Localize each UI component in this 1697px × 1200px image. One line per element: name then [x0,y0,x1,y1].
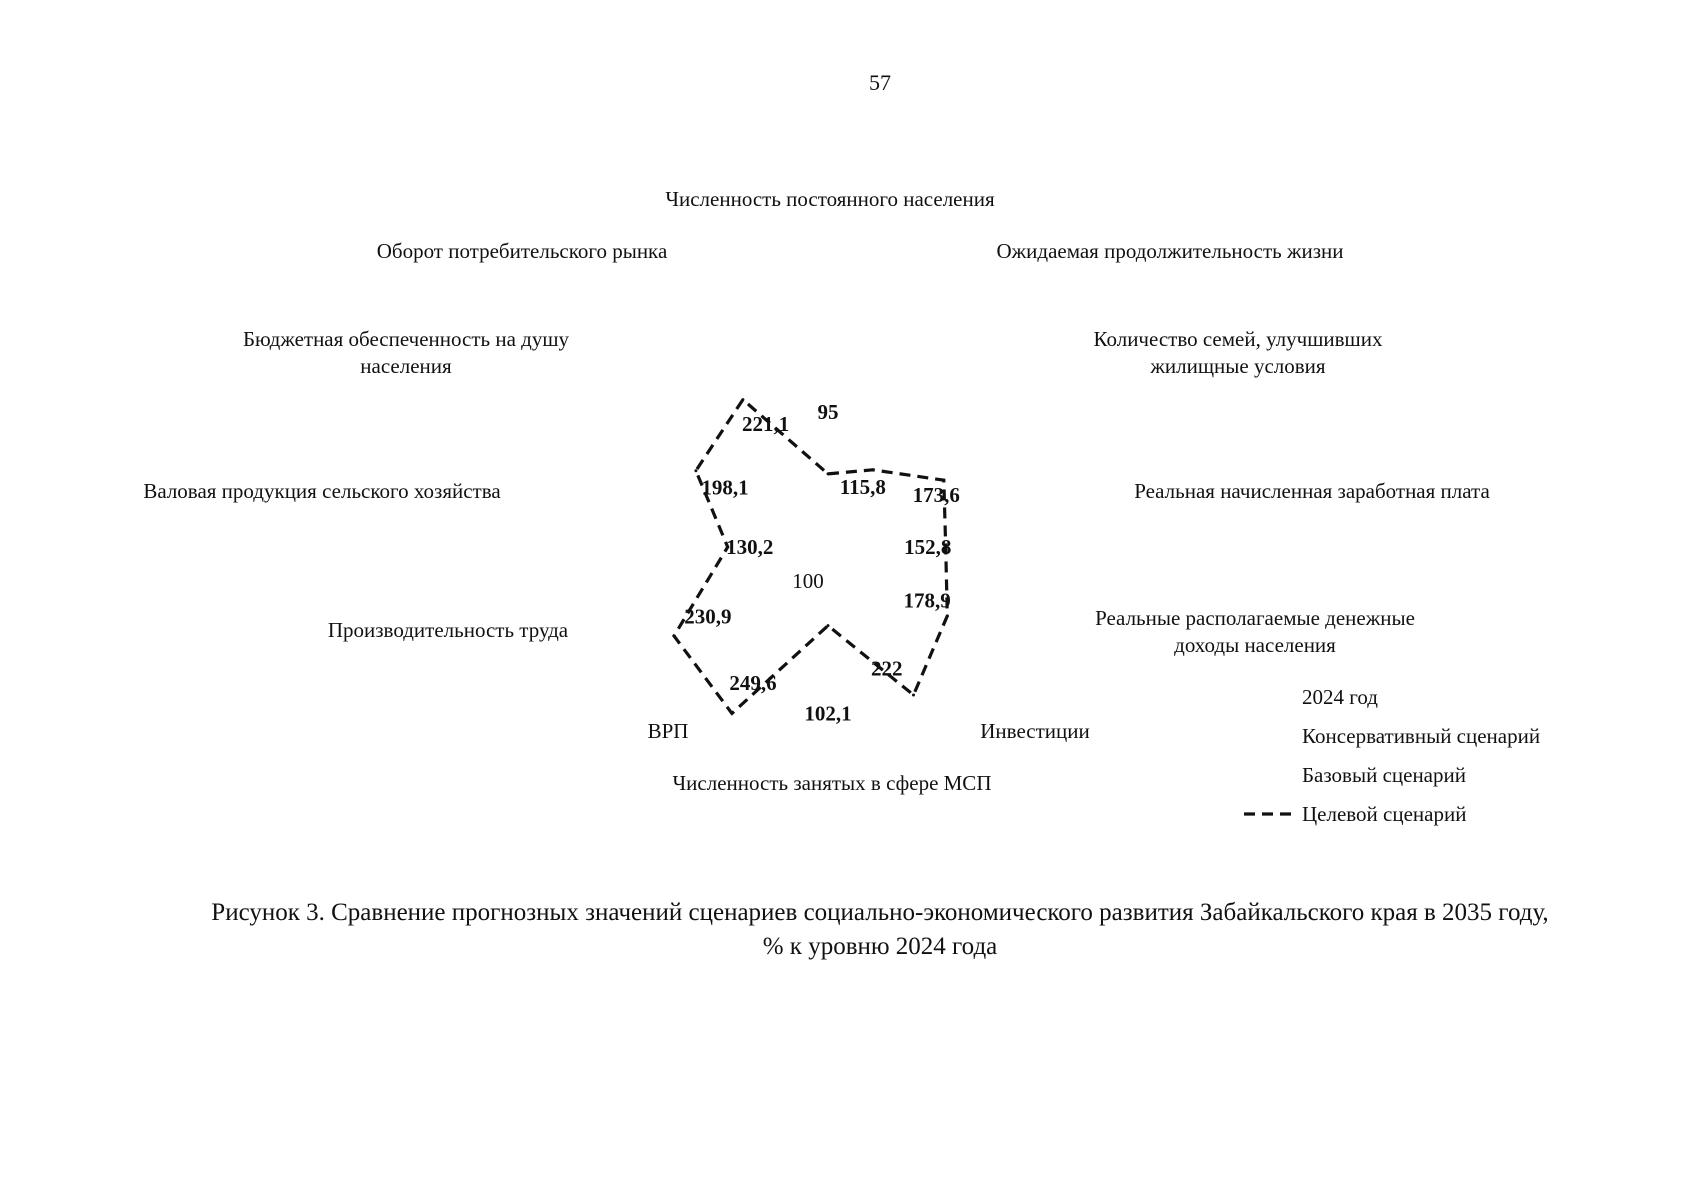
value-label-cat-9: 230,9 [684,604,731,628]
data-point-cat-1 [826,472,830,476]
axis-label-cat-7: Численность занятых в сфере МСП [673,771,992,795]
figure-caption: Рисунок 3. Сравнение прогнозных значений… [90,896,1670,964]
value-label-cat-3: 173,6 [913,483,960,507]
data-point-cat-5 [945,614,949,618]
value-label-cat-8: 249,6 [729,671,776,695]
axis-label-cat-11-line-2: населения [360,354,452,378]
caption-line-2: % к уровню 2024 года [762,933,998,960]
value-label-cat-10: 130,2 [726,535,773,559]
data-point-cat-2 [871,468,875,472]
value-label-cat-4: 152,8 [904,535,951,559]
axis-label-cat-3-line-1: Количество семей, улучшивших [1094,327,1383,351]
axis-label-cat-12: Оборот потребительского рынка [377,239,668,263]
axis-label-cat-2: Ожидаемая продолжительность жизни [996,239,1343,263]
value-labels: 95 115,8 173,6 152,8 178,9 222 102,1 249,6 230,9… [684,400,960,726]
value-label-cat-6: 222 [871,657,903,681]
legend-entry-3: Базовый сценарий [1302,763,1466,787]
axis-label-cat-1: Численность постоянного населения [665,187,995,211]
axis-label-cat-9: Производительность труда [328,618,569,642]
data-point-cat-12 [741,398,745,402]
value-label-cat-5: 178,9 [903,589,950,613]
data-point-cat-7 [826,624,830,628]
value-label-cat-7: 102,1 [804,702,851,726]
value-label-cat-12: 221,1 [742,412,789,436]
axis-label-cat-5-line-1: Реальные располагаемые денежные [1095,606,1415,630]
axis-label-cat-4: Реальная начисленная заработная плата [1134,479,1490,503]
polygon-layer [672,397,949,716]
axis-label-cat-8: ВРП [648,719,689,743]
value-label-cat-2: 115,8 [840,475,886,499]
data-point-cat-11 [694,469,698,473]
data-point-cat-9 [672,634,676,638]
axis-labels: Численность постоянного населенияОжидаем… [143,187,1490,795]
data-point-cat-3 [942,478,946,482]
axis-label-cat-5-line-2: доходы населения [1174,633,1336,657]
axis-label-cat-11-line-1: Бюджетная обеспеченность на душу [243,327,570,351]
axis-label-cat-10: Валовая продукция сельского хозяйства [143,479,501,503]
page-number: 57 [869,70,891,95]
value-label-cat-1: 95 [818,400,839,424]
value-label-cat-11: 198,1 [701,476,748,500]
axis-label-cat-6: Инвестиции [980,719,1090,743]
legend-entry-1: 2024 год [1302,685,1378,709]
data-point-cat-8 [730,711,734,715]
data-point-cat-4 [944,545,948,549]
data-point-cat-6 [912,693,915,697]
legend-entry-4: Целевой сценарий [1302,802,1466,826]
reference-label-100: 100 [792,569,824,593]
axis-label-cat-3-line-2: жилищные условия [1149,354,1326,378]
legend-entry-2: Консервативный сценарий [1302,724,1540,748]
caption-line-1: Рисунок 3. Сравнение прогнозных значений… [211,899,1549,926]
data-point-cat-10 [726,545,730,549]
